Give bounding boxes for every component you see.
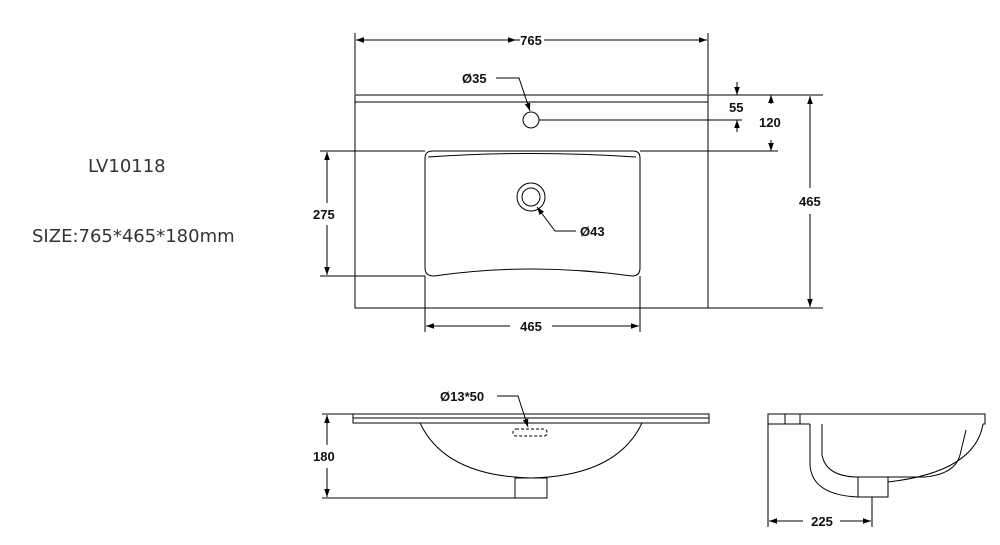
- tap-hole: [522, 111, 540, 129]
- countertop-outline: [354, 94, 709, 309]
- dim-side-depth: 225: [811, 514, 833, 529]
- front-view: [322, 413, 710, 499]
- dim-height: 180: [313, 449, 335, 464]
- dim-bowl-depth: 275: [313, 207, 335, 222]
- dim-overall-depth: 465: [799, 194, 821, 209]
- drain-inner: [521, 187, 541, 207]
- side-drain: [857, 476, 889, 498]
- model-label: LV10118: [88, 156, 166, 177]
- dim-bowl-offset: 120: [759, 115, 781, 130]
- side-front-wall: [887, 423, 984, 483]
- side-profile-top: [767, 413, 986, 425]
- dim-overflow: Ø13*50: [440, 389, 484, 404]
- front-drain: [514, 477, 548, 499]
- overflow-slot: [512, 428, 548, 437]
- top-view: [320, 33, 823, 332]
- dim-overall-width: 765: [520, 33, 542, 48]
- dim-hole-offset: 55: [729, 100, 743, 115]
- side-inner-bowl: [821, 424, 967, 478]
- dim-drain-diameter: Ø43: [580, 224, 605, 239]
- dim-bowl-width: 465: [520, 319, 542, 334]
- bowl-inner-line: [427, 153, 637, 158]
- dim-hole-diameter: Ø35: [462, 71, 487, 86]
- front-bowl: [419, 422, 643, 479]
- bowl-outline: [424, 150, 641, 277]
- side-view: [767, 413, 986, 527]
- side-outer-bowl: [809, 424, 859, 498]
- drain-outer: [516, 182, 546, 212]
- size-label: SIZE:765*465*180mm: [32, 226, 235, 247]
